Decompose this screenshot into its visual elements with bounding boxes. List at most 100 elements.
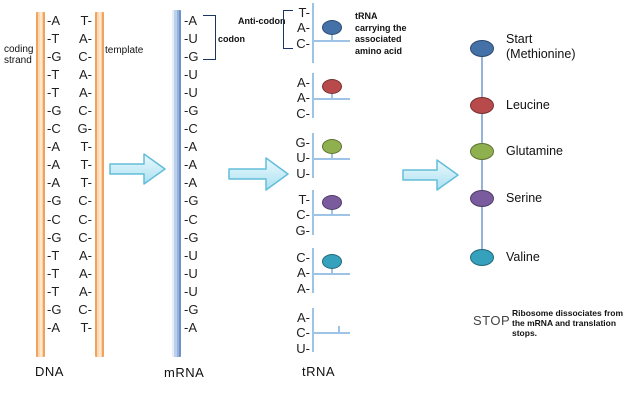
dna-base-pair: -T A- [47,29,92,47]
trna-anticodon-base: C- [296,105,310,121]
mrna-base: -U [184,247,198,263]
amino-acid-label: Leucine [506,98,550,112]
amino-acid-connector [331,209,333,214]
amino-acid-ellipse [322,78,342,94]
dna-coding-base: -T [47,247,60,263]
trna-arm-line [312,332,350,334]
dna-coding-base: -G [47,193,62,209]
trna-stem-line [312,3,314,63]
dna-coding-base: -C [47,211,61,227]
dna-coding-strand-bar [36,12,45,357]
trna-unit: T- A- C- [290,3,352,67]
trna-anticodon-base: C- [296,207,310,223]
dna-template-base: A- [79,30,92,46]
translation-arrow-icon [228,157,289,191]
amino-acid-connector [331,34,333,40]
dna-coding-base: -A [47,320,60,336]
trna-unit: A- A- C- [290,73,352,121]
dna-caption: DNA [35,364,64,379]
dna-template-base: A- [79,84,92,100]
trna-anticodon-base: C- [296,249,310,265]
mrna-base: -G [184,193,199,209]
trna-anticodon-base: A- [297,90,310,106]
mrna-base: -C [184,121,198,137]
mrna-base: -U [184,265,198,281]
template-strand-label: template [105,45,144,56]
trna-arm-line [312,273,350,275]
codon-label: codon [218,34,245,44]
amino-acid-label: Serine [506,191,543,205]
trna-anticodon-base: U- [296,340,310,356]
dna-base-pair: -A T- [47,138,92,156]
dna-template-base: T- [80,175,92,191]
trna-anticodon-base: A- [297,20,310,36]
dna-template-strand-bar [95,12,104,357]
dna-coding-base: -A [47,139,60,155]
dna-template-base: T- [80,139,92,155]
coding-strand-label: coding strand [4,44,34,66]
trna-anticodon: T- C- G- [290,192,310,239]
dna-base-pair: -A T- [47,156,92,174]
mrna-base: -A [184,157,197,173]
dna-coding-base: -A [47,157,60,173]
trna-anticodon: A- A- C- [290,75,310,122]
amino-acid-ellipse [470,97,494,114]
amino-acid-label: Start (Methionine) [506,32,576,61]
trna-anticodon-base: U- [296,165,310,181]
dna-template-base: T- [80,157,92,173]
mrna-base: -C [184,211,198,227]
amino-acid-connector [331,268,333,273]
dna-template-base: C- [78,48,92,64]
dna-template-base: C- [78,103,92,119]
mrna-caption: mRNA [164,365,205,380]
mrna-base: -G [184,302,199,318]
anticodon-bracket [283,10,293,49]
mrna-base: -G [184,48,199,64]
trna-anticodon-base: C- [296,325,310,341]
trna-arm-line [312,158,350,160]
dna-template-base: A- [79,66,92,82]
trna-anticodon-base: T- [298,4,310,20]
trna-anticodon-base: G- [295,134,310,150]
amino-acid-ellipse [322,20,342,35]
dna-coding-base: -G [47,302,62,318]
dna-coding-base: -T [47,30,60,46]
dna-coding-base: -G [47,48,62,64]
mrna-base: -U [184,283,198,299]
dna-template-base: C- [78,302,92,318]
dna-template-base: T- [80,12,92,28]
mrna-strand-bar [172,10,181,357]
trna-stem-line [312,308,314,352]
stop-label: STOP [473,313,511,328]
mrna-base: -U [184,66,198,82]
trna-anticodon-base: U- [296,150,310,166]
dna-base-pair: -G C- [47,301,92,319]
dna-coding-base: -G [47,229,62,245]
trna-unit: A- C- U- [290,308,352,356]
codon-bracket [203,15,216,60]
trna-caption: tRNA [302,364,336,379]
elongation-arrow-icon [402,159,459,191]
trna-anticodon-base: G- [295,222,310,238]
trna-arm-line [312,40,350,42]
trna-anticodon: G- U- U- [290,135,310,182]
amino-acid-connector [331,93,333,98]
mrna-base: -A [184,320,197,336]
amino-acid-connector [331,153,333,158]
empty-connector [338,326,340,332]
trna-anticodon-base: A- [297,265,310,281]
trna-arm-line [312,214,350,216]
trna-anticodon-base: A- [297,309,310,325]
amino-acid-label: Valine [506,250,540,264]
trna-stem-line [312,133,314,178]
trna-anticodon-base: A- [297,74,310,90]
amino-acid-ellipse [470,143,494,160]
